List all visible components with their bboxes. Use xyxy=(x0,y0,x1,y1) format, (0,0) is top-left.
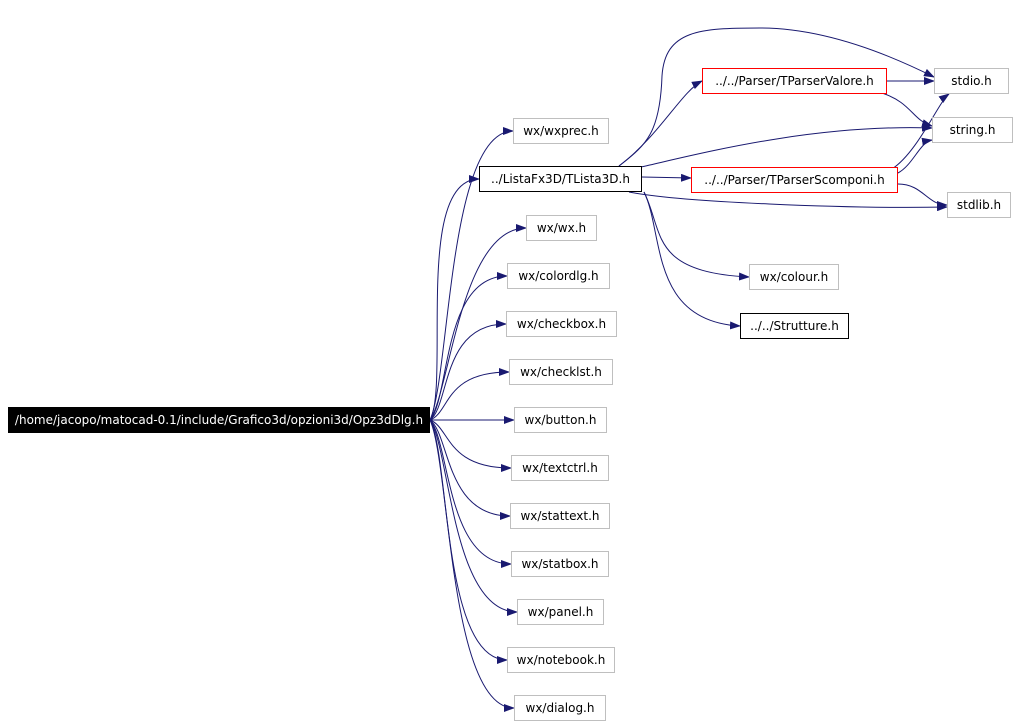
edge-root-to-statbox xyxy=(429,419,512,568)
edge-root-to-checklst xyxy=(429,368,510,421)
edge-root-to-tlista3d xyxy=(429,175,480,421)
node-textctrl[interactable]: wx/textctrl.h xyxy=(511,455,609,481)
node-tparserscomponi[interactable]: ../../Parser/TParserScomponi.h xyxy=(691,167,898,193)
edge-root-to-wxprec xyxy=(429,127,514,421)
node-tlista3d[interactable]: ../ListaFx3D/TLista3D.h xyxy=(479,166,642,192)
node-strutture[interactable]: ../../Strutture.h xyxy=(740,313,849,339)
edge-tlista3d-to-string xyxy=(640,123,933,168)
node-panel[interactable]: wx/panel.h xyxy=(517,599,604,625)
edge-root-to-checkbox xyxy=(429,320,507,421)
edge-tlista3d-to-strutture xyxy=(643,191,741,330)
node-colordlg[interactable]: wx/colordlg.h xyxy=(507,263,610,289)
edge-root-to-colordlg xyxy=(429,272,508,421)
edge-tparsersc-to-stdio xyxy=(891,93,950,170)
node-checklst[interactable]: wx/checklst.h xyxy=(509,359,613,385)
edge-tlista3d-to-tparsersc xyxy=(641,173,692,182)
edge-tlista3d-to-stdlib xyxy=(628,191,948,212)
node-colour[interactable]: wx/colour.h xyxy=(749,264,839,290)
node-stdio[interactable]: stdio.h xyxy=(934,68,1009,94)
node-stdlib[interactable]: stdlib.h xyxy=(947,192,1011,218)
node-statbox[interactable]: wx/statbox.h xyxy=(511,551,609,577)
edge-tparserval-to-string xyxy=(881,92,933,127)
edge-root-to-dialog xyxy=(429,419,515,712)
node-dialog[interactable]: wx/dialog.h xyxy=(514,695,606,721)
node-wxh[interactable]: wx/wx.h xyxy=(526,215,597,241)
edge-tparsersc-to-stdlib xyxy=(897,183,948,209)
node-stattext[interactable]: wx/stattext.h xyxy=(510,503,610,529)
node-tparservalore[interactable]: ../../Parser/TParserValore.h xyxy=(702,68,887,94)
edge-root-to-textctrl xyxy=(429,419,512,472)
node-button[interactable]: wx/button.h xyxy=(514,407,607,433)
edge-root-to-stattext xyxy=(429,419,511,520)
edge-tlista3d-to-colour xyxy=(643,191,750,281)
node-checkbox[interactable]: wx/checkbox.h xyxy=(506,311,617,337)
node-string[interactable]: string.h xyxy=(932,117,1013,143)
node-wxprec[interactable]: wx/wxprec.h xyxy=(513,118,609,144)
edge-tlista3d-to-stdio xyxy=(618,27,935,167)
node-notebook[interactable]: wx/notebook.h xyxy=(507,647,615,673)
node-root-opz3ddlg[interactable]: /home/jacopo/matocad-0.1/include/Grafico… xyxy=(8,407,430,433)
edge-root-to-panel xyxy=(429,419,518,616)
edge-tparsersc-to-string xyxy=(897,137,933,174)
